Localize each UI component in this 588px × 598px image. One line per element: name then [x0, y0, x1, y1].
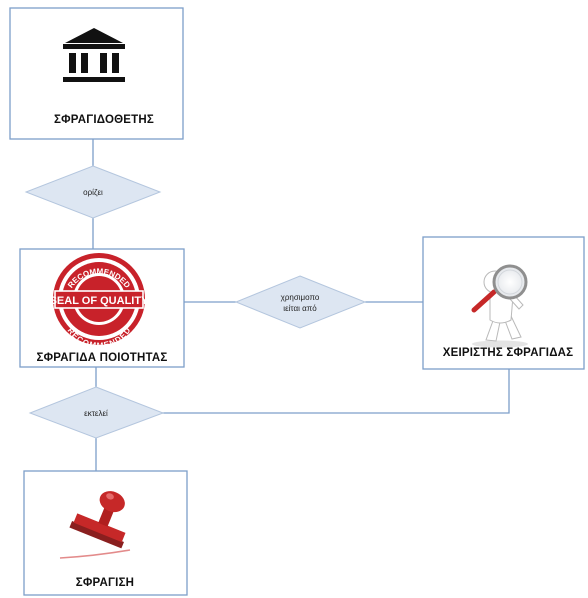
connectors [92, 139, 510, 471]
entity-sealer-label: ΣΦΡΑΓΙΔΟΘΕΤΗΣ [54, 114, 154, 126]
entity-stamping: ΣΦΡΑΓΙΣΗ [23, 470, 188, 596]
relationship-defines-diamond [24, 165, 162, 219]
relationship-used-by: χρησιμοπο ιείται από [234, 275, 367, 329]
seal-text-middle: SEAL OF QUALITY [50, 295, 149, 307]
relationship-used-by-label-line1: χρησιμοπο [281, 293, 320, 302]
relationship-executes-diamond [28, 386, 165, 439]
entity-operator-label: ΧΕΙΡΙΣΤΗΣ ΣΦΡΑΓΙΔΑΣ [443, 347, 574, 359]
entity-sealer: ΣΦΡΑΓΙΔΟΘΕΤΗΣ [9, 7, 184, 140]
relationship-used-by-diamond [234, 275, 367, 329]
magnifier-figure-icon [471, 264, 528, 348]
entity-seal: SEAL OF QUALITY RECOMMENDED RECOMMENDED … [19, 248, 185, 368]
entity-seal-label: ΣΦΡΑΓΙΔΑ ΠΟΙΟΤΗΤΑΣ [36, 352, 167, 364]
entity-operator: ΧΕΙΡΙΣΤΗΣ ΣΦΡΑΓΙΔΑΣ [422, 236, 585, 370]
connector-executes-operator [160, 369, 510, 414]
relationship-executes: εκτελεί [28, 386, 165, 439]
rubber-stamp-icon [59, 491, 131, 559]
relationship-defines: ορίζει [24, 165, 162, 219]
relationship-used-by-label-line2: ιείται από [283, 304, 317, 313]
relationship-executes-label: εκτελεί [84, 409, 108, 418]
relationship-defines-label: ορίζει [83, 188, 103, 197]
entity-stamping-box [23, 470, 188, 596]
entity-stamping-label: ΣΦΡΑΓΙΣΗ [76, 577, 134, 589]
courthouse-icon [63, 28, 125, 82]
